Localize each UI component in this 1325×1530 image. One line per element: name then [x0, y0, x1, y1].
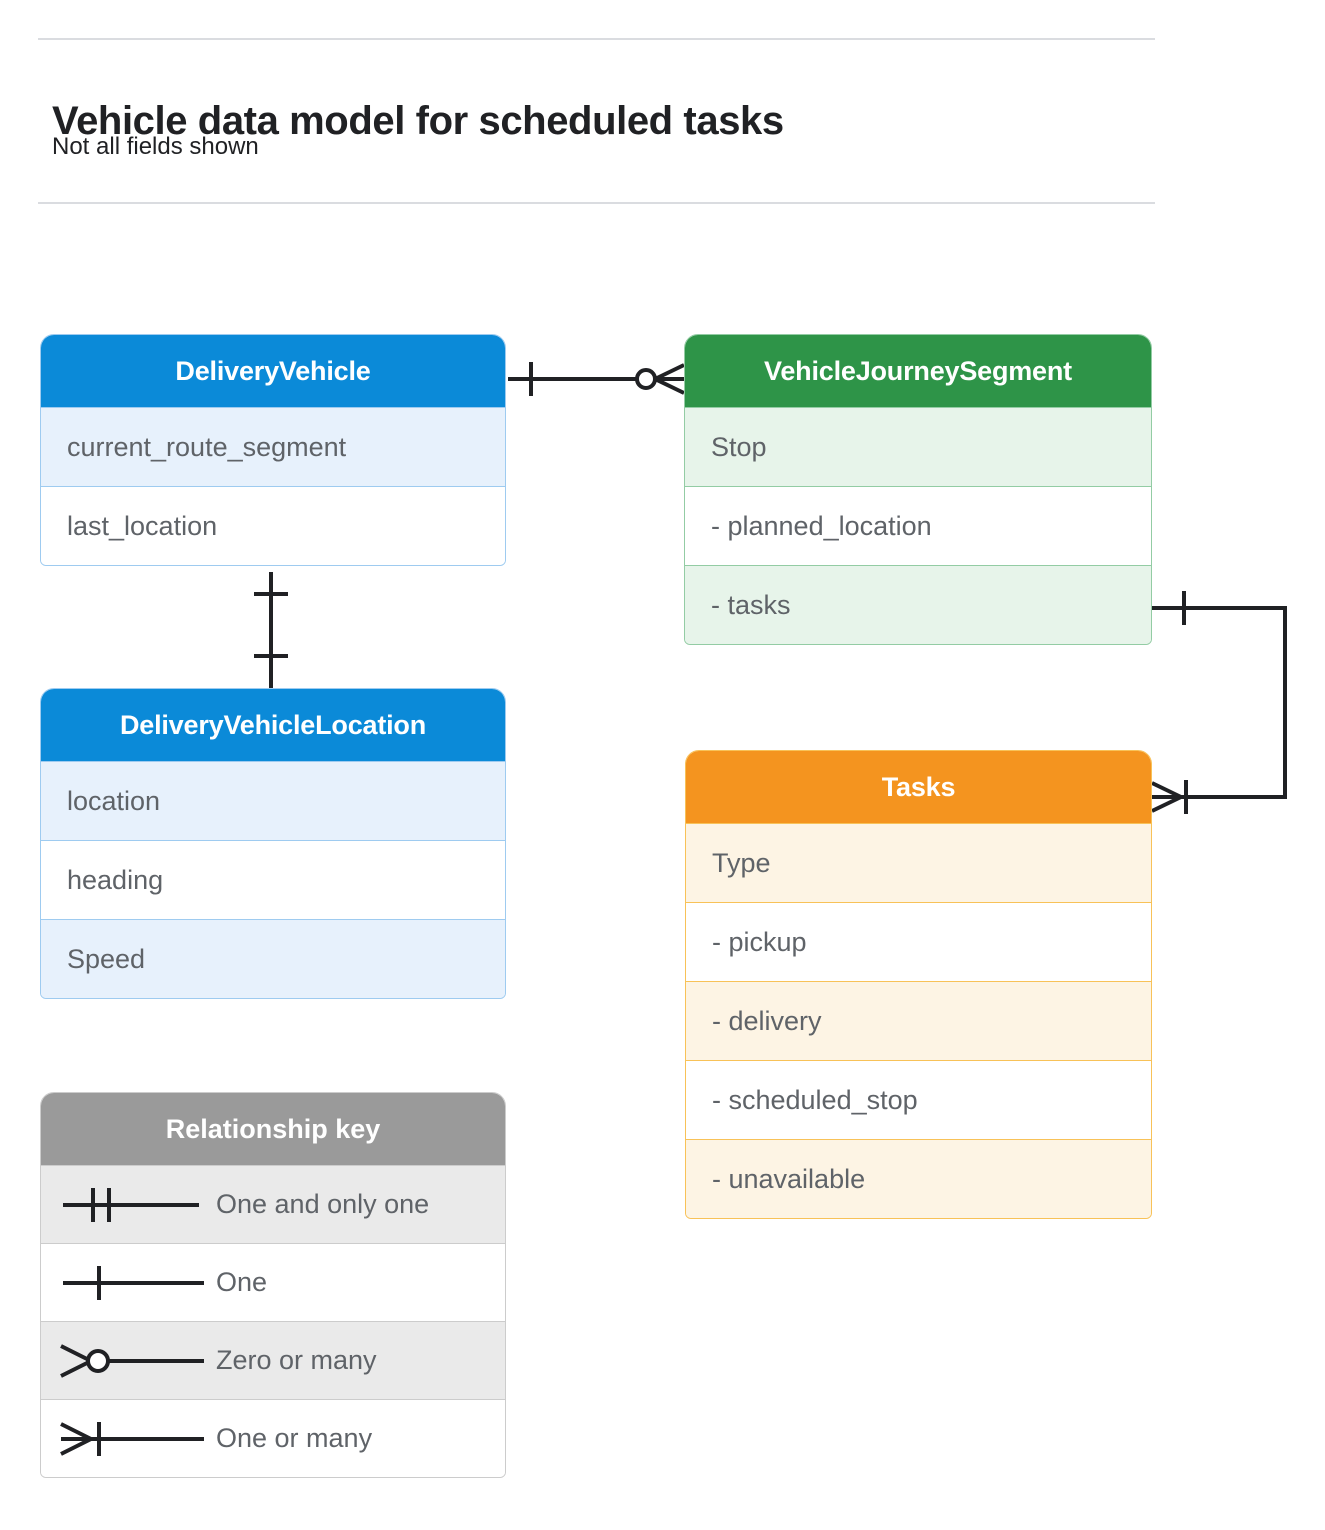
header-divider — [38, 202, 1155, 204]
entity-tasks-title: Tasks — [686, 751, 1151, 823]
field-row: location — [41, 761, 505, 840]
entity-delivery-vehicle-location-title: DeliveryVehicleLocation — [41, 689, 505, 761]
entity-tasks[interactable]: Tasks Type - pickup - delivery - schedul… — [685, 750, 1152, 1219]
legend-item-label: One and only one — [216, 1189, 430, 1219]
top-divider — [38, 38, 1155, 40]
page-subtitle: Not all fields shown — [52, 133, 259, 160]
connector-vehicle-to-journey-segment — [508, 362, 685, 396]
entity-vehicle-journey-segment-title: VehicleJourneySegment — [685, 335, 1151, 407]
entity-delivery-vehicle-title: DeliveryVehicle — [41, 335, 505, 407]
entity-delivery-vehicle[interactable]: DeliveryVehicle current_route_segment la… — [40, 334, 506, 566]
field-row: - scheduled_stop — [686, 1060, 1151, 1139]
legend-item: Zero or many — [41, 1321, 505, 1399]
field-row: - planned_location — [685, 486, 1151, 565]
relationship-key-legend: Relationship key One and only one One — [40, 1092, 506, 1478]
relationship-key-title: Relationship key — [41, 1093, 505, 1165]
one-and-only-one-symbol — [63, 1187, 199, 1222]
field-row: - pickup — [686, 902, 1151, 981]
field-row: last_location — [41, 486, 505, 565]
page-title: Vehicle data model for scheduled tasks — [52, 98, 784, 143]
one-or-many-symbol — [60, 1421, 204, 1456]
zero-or-many-symbol — [60, 1343, 204, 1378]
field-row: Speed — [41, 919, 505, 998]
field-row: - delivery — [686, 981, 1151, 1060]
entity-vehicle-journey-segment[interactable]: VehicleJourneySegment Stop - planned_loc… — [684, 334, 1152, 645]
connector-vehicle-to-vehicle-location — [254, 572, 288, 688]
field-row: - unavailable — [686, 1139, 1151, 1218]
legend-item: One — [41, 1243, 505, 1321]
legend-item-label: One or many — [216, 1423, 373, 1453]
legend-item: One and only one — [41, 1165, 505, 1243]
field-row: Type — [686, 823, 1151, 902]
entity-delivery-vehicle-location[interactable]: DeliveryVehicleLocation location heading… — [40, 688, 506, 999]
legend-item-label: Zero or many — [216, 1345, 377, 1375]
field-row: - tasks — [685, 565, 1151, 644]
field-row: heading — [41, 840, 505, 919]
field-row: current_route_segment — [41, 407, 505, 486]
connector-tasks-field-to-tasks-entity — [1151, 591, 1287, 814]
legend-item: One or many — [41, 1399, 505, 1477]
field-row: Stop — [685, 407, 1151, 486]
legend-item-label: One — [216, 1267, 268, 1297]
one-symbol — [63, 1265, 204, 1300]
